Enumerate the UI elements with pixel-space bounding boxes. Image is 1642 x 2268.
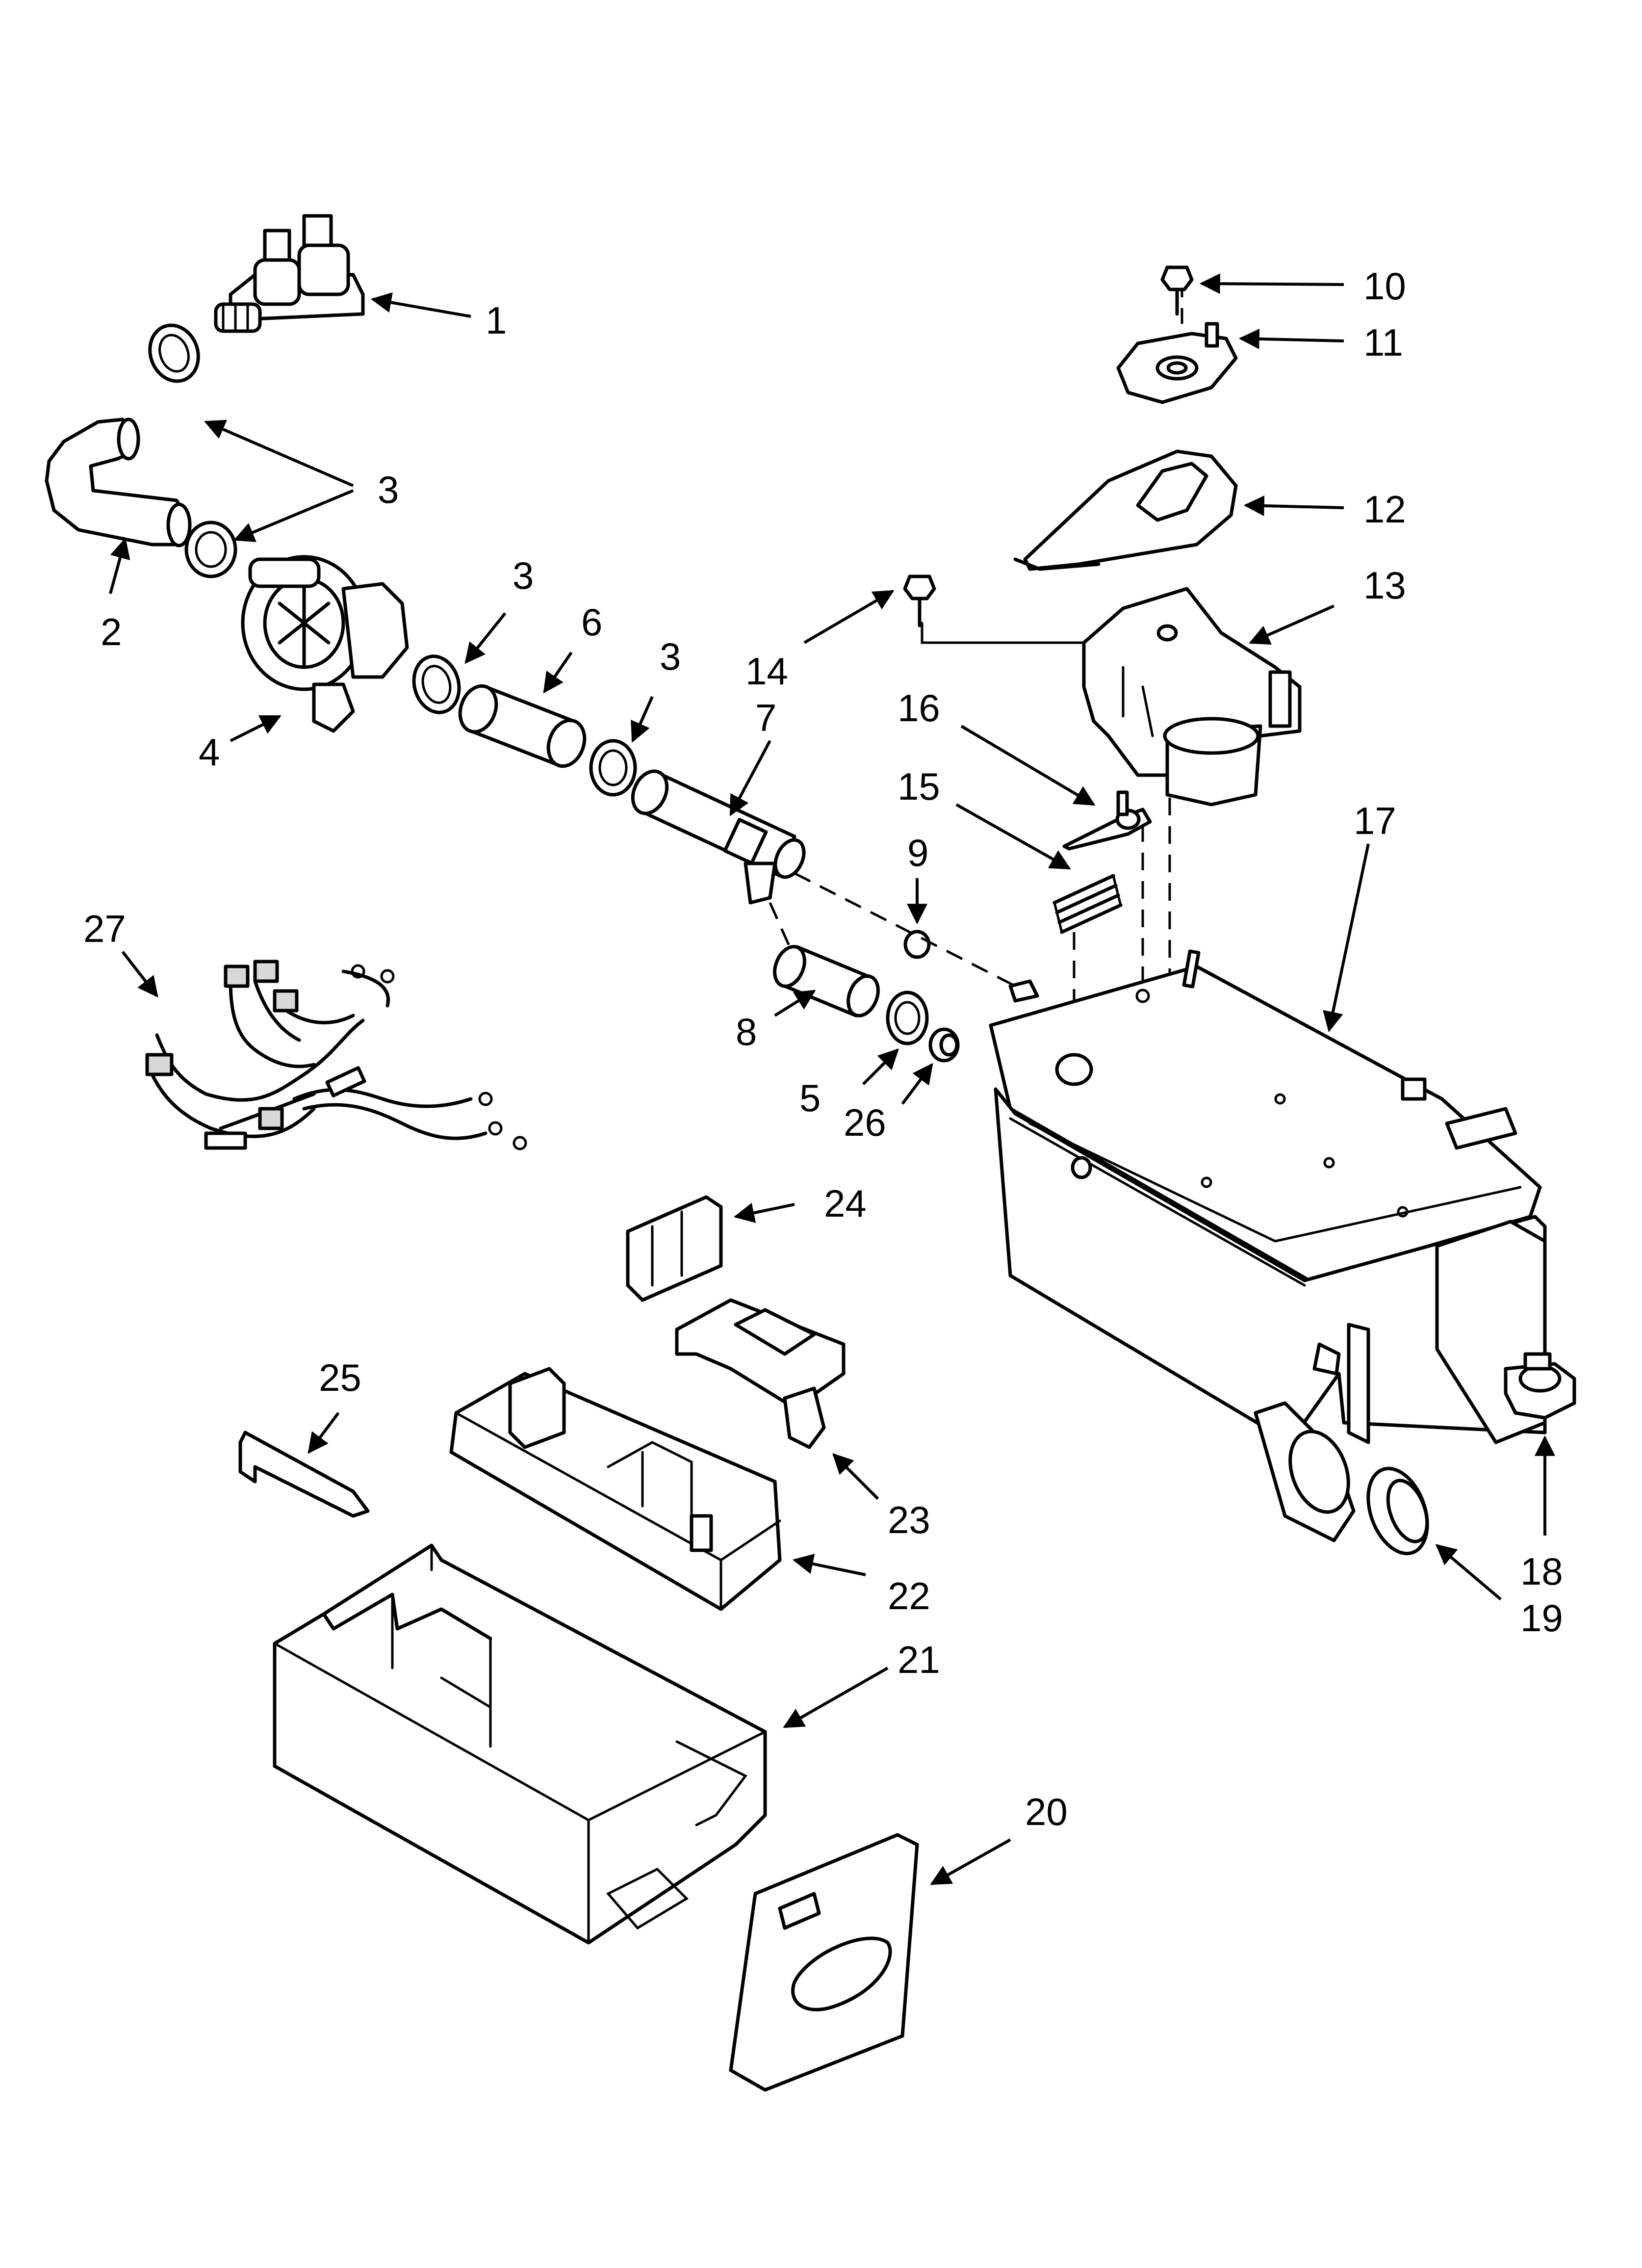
part-21-drawer [273,1543,767,1945]
part-18-sensor [1504,1352,1576,1420]
callout-labels: 1 2 3 3 3 4 5 6 7 8 9 10 11 12 13 14 15 … [83,264,1563,1833]
part-12-seal [1013,449,1238,571]
callout-20: 20 [1025,1790,1068,1833]
part-3-clamp-upper [148,323,200,383]
part-23-siphon [675,1298,846,1449]
callout-23: 23 [888,1498,930,1541]
part-9-o-ring [903,930,931,959]
callout-10: 10 [1363,264,1406,308]
callout-25: 25 [319,1356,361,1399]
callout-13: 13 [1363,564,1406,607]
part-4-pump [241,555,409,733]
callout-12: 12 [1363,488,1406,531]
part-27-wire-harness [145,960,527,1150]
part-26-grommet [928,1027,960,1063]
part-11-cap [1116,322,1238,404]
part-1-water-valve [214,214,365,333]
part-22-tray [449,1367,782,1611]
callout-3: 3 [660,635,681,678]
part-16-lever [1062,790,1152,851]
part-2-hose [45,417,192,547]
part-24-clip [626,1195,723,1302]
part-3-clamp-pump [412,654,461,714]
callout-3: 3 [513,554,534,597]
part-15-spring [1052,874,1123,934]
part-8-hose-section [773,945,880,1017]
callout-1: 1 [486,299,507,342]
part-17-dispenser-housing [989,949,1547,1444]
callout-19: 19 [1520,1596,1563,1640]
part-3-clamp-hose [589,739,637,797]
part-3-clamp-middle [184,521,237,578]
callout-3: 3 [378,468,399,511]
callout-4: 4 [199,730,220,774]
callout-24: 24 [824,1182,867,1225]
callout-26: 26 [844,1101,886,1144]
part-6-hose-section [458,684,587,768]
callout-14: 14 [745,650,788,693]
callout-7: 7 [755,696,776,739]
part-19-connector [1254,1401,1429,1556]
callout-16: 16 [898,686,940,730]
leader-lines [109,273,1555,1885]
part-25-clip [238,1431,370,1518]
part-5-clamp [886,991,929,1045]
callout-5: 5 [799,1076,821,1120]
callout-6: 6 [581,600,602,644]
part-13-bracket [1082,587,1302,807]
part-10-screw [1160,265,1194,316]
callout-9: 9 [907,831,928,874]
callout-21: 21 [898,1638,940,1681]
callout-8: 8 [736,1010,757,1053]
callout-11: 11 [1363,321,1403,364]
part-20-drawer-front [729,1833,919,2092]
callout-17: 17 [1354,799,1396,842]
callout-18: 18 [1520,1550,1563,1593]
part-7-manifold [631,769,806,905]
callout-15: 15 [898,765,940,808]
callout-22: 22 [888,1574,930,1617]
callout-2: 2 [101,610,122,653]
callout-27: 27 [83,907,126,950]
part-14-screw [903,574,936,627]
